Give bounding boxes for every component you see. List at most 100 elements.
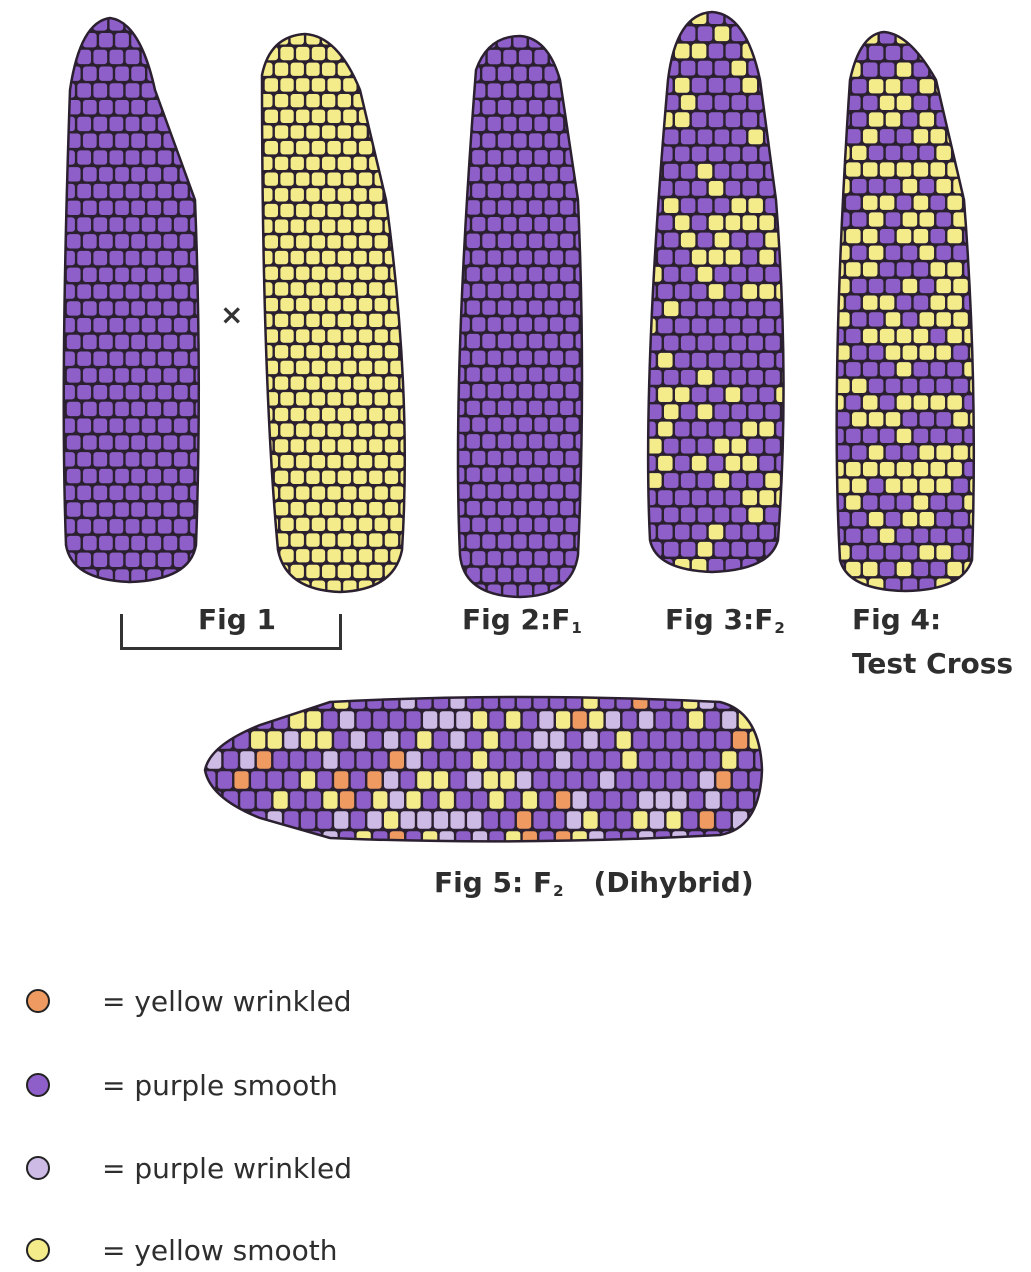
kernel bbox=[268, 691, 282, 709]
kernel bbox=[306, 220, 319, 233]
kernel bbox=[656, 791, 670, 809]
kernel bbox=[829, 129, 843, 143]
kernel bbox=[126, 419, 140, 433]
kernel bbox=[897, 296, 911, 310]
kernel bbox=[519, 184, 532, 198]
kernel bbox=[423, 751, 437, 769]
kernel bbox=[343, 298, 356, 311]
kernel bbox=[953, 246, 967, 260]
kernel bbox=[390, 791, 404, 809]
kernel bbox=[234, 811, 248, 829]
kernel bbox=[748, 267, 762, 282]
kernel bbox=[897, 395, 911, 409]
kernel bbox=[920, 312, 934, 326]
kernel bbox=[581, 317, 594, 331]
kernel bbox=[265, 141, 278, 154]
kernel bbox=[180, 335, 194, 349]
kernel bbox=[158, 553, 172, 567]
kernel bbox=[275, 502, 288, 515]
kernel bbox=[782, 164, 796, 179]
kernel bbox=[296, 518, 309, 531]
kernel bbox=[351, 811, 365, 829]
kernel bbox=[672, 831, 686, 849]
kernel bbox=[473, 751, 487, 769]
kernel bbox=[560, 33, 573, 47]
kernel bbox=[545, 33, 558, 47]
kernel bbox=[698, 404, 712, 419]
kernel bbox=[519, 451, 532, 465]
kernel bbox=[322, 157, 335, 170]
kernel bbox=[709, 284, 723, 299]
kernel bbox=[852, 246, 866, 260]
kernel bbox=[61, 16, 75, 30]
kernel bbox=[970, 146, 984, 160]
kernel bbox=[291, 439, 304, 452]
kernel bbox=[897, 262, 911, 276]
kernel bbox=[869, 345, 883, 359]
kernel bbox=[782, 542, 796, 557]
kernel bbox=[920, 146, 934, 160]
kernel bbox=[681, 267, 695, 282]
kernel bbox=[863, 529, 877, 543]
kernel bbox=[353, 565, 366, 578]
kernel bbox=[359, 486, 372, 499]
kernel bbox=[782, 95, 796, 110]
kernel bbox=[369, 408, 382, 421]
kernel bbox=[280, 486, 293, 499]
legend-label: = yellow wrinkled bbox=[102, 985, 352, 1018]
kernel bbox=[327, 329, 340, 342]
kernel bbox=[869, 279, 883, 293]
kernel bbox=[306, 408, 319, 421]
kernel bbox=[83, 402, 97, 416]
kernel bbox=[291, 94, 304, 107]
kernel bbox=[852, 79, 866, 93]
kernel bbox=[566, 351, 579, 365]
kernel bbox=[61, 50, 75, 64]
kernel bbox=[709, 78, 723, 93]
kernel bbox=[715, 370, 729, 385]
kernel bbox=[196, 33, 210, 47]
kernel bbox=[529, 267, 542, 281]
kernel bbox=[488, 150, 501, 164]
kernel bbox=[715, 61, 729, 76]
kernel bbox=[964, 196, 978, 210]
kernel bbox=[296, 267, 309, 280]
kernel bbox=[880, 562, 894, 576]
kernel bbox=[748, 336, 762, 351]
kernel bbox=[490, 711, 504, 729]
kernel bbox=[142, 251, 156, 265]
kernel bbox=[190, 117, 204, 131]
kernel bbox=[343, 235, 356, 248]
kernel bbox=[99, 100, 113, 114]
kernel bbox=[550, 317, 563, 331]
kernel bbox=[550, 551, 563, 565]
kernel bbox=[846, 362, 860, 376]
kernel bbox=[280, 141, 293, 154]
kernel bbox=[482, 167, 495, 181]
kernel bbox=[675, 112, 689, 127]
kernel bbox=[970, 445, 984, 459]
kernel bbox=[545, 133, 558, 147]
kernel bbox=[201, 691, 215, 709]
kernel bbox=[545, 200, 558, 214]
kernel bbox=[93, 184, 107, 198]
kernel bbox=[126, 318, 140, 332]
kernel bbox=[545, 434, 558, 448]
kernel bbox=[681, 61, 695, 76]
kernel bbox=[353, 345, 366, 358]
kernel bbox=[765, 26, 779, 41]
kernel bbox=[93, 217, 107, 231]
kernel bbox=[715, 301, 729, 316]
kernel bbox=[743, 387, 757, 402]
kernel bbox=[886, 512, 900, 526]
kernel bbox=[259, 502, 272, 515]
kernel bbox=[692, 250, 706, 265]
kernel bbox=[265, 581, 278, 594]
kernel bbox=[401, 811, 415, 829]
kernel bbox=[936, 512, 950, 526]
kernel bbox=[513, 501, 526, 515]
kernel bbox=[566, 250, 579, 264]
kernel bbox=[115, 268, 129, 282]
kernel bbox=[534, 184, 547, 198]
kernel bbox=[931, 329, 945, 343]
